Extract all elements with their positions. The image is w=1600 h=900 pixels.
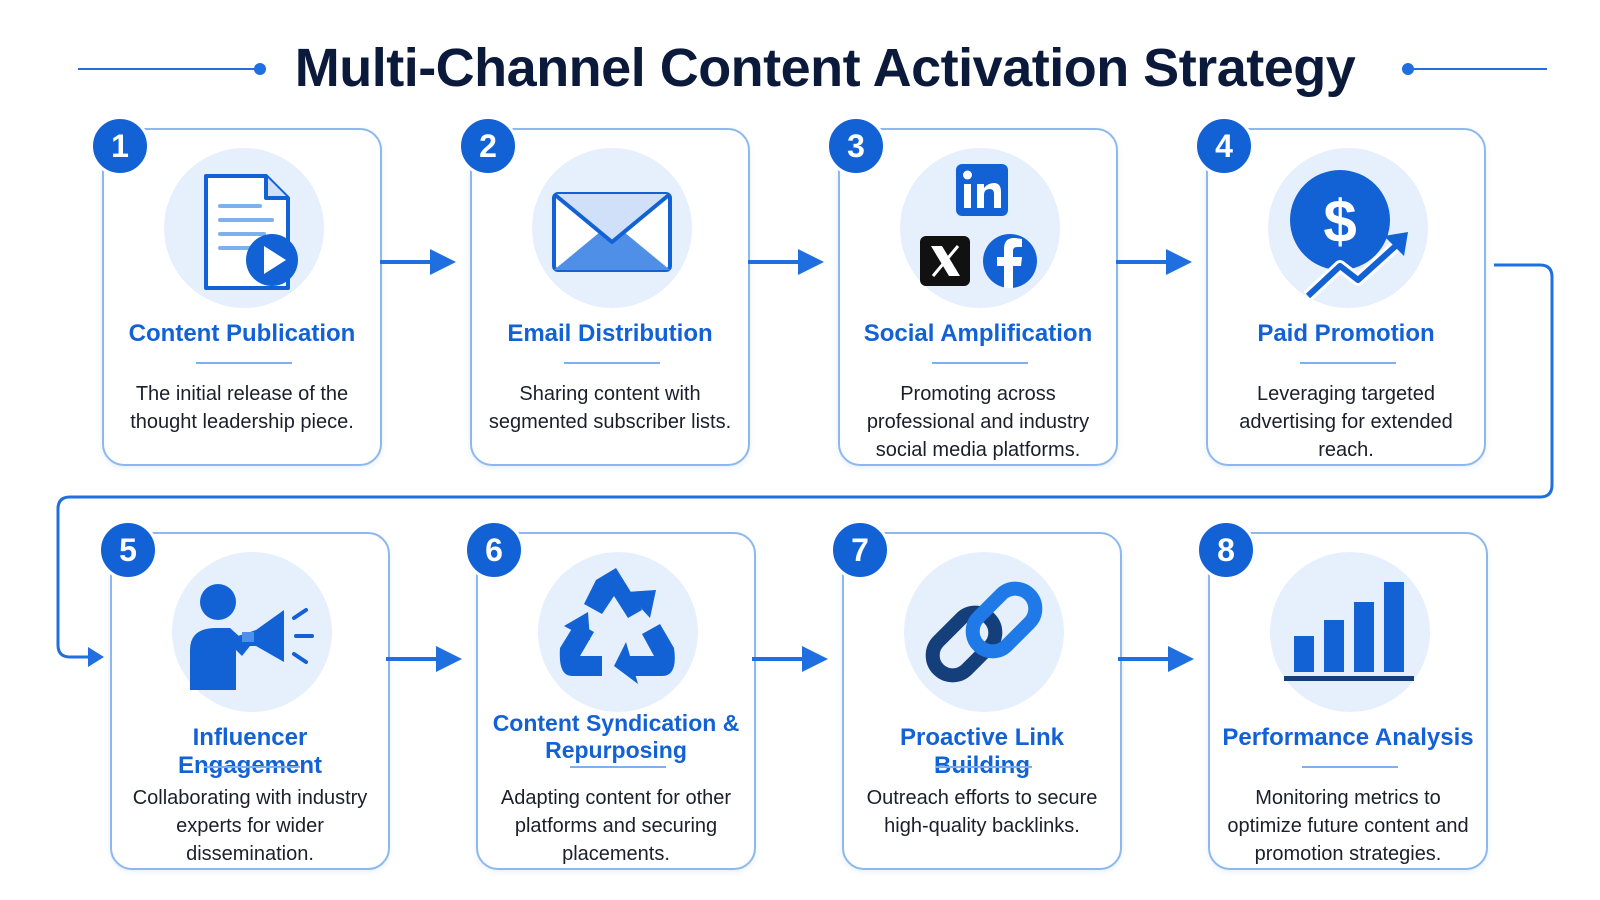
arrow-right-icon (1118, 646, 1194, 672)
title-dot-left (254, 63, 266, 75)
title-underline (570, 766, 666, 768)
arrow-right-icon (748, 249, 824, 275)
svg-text:$: $ (1323, 188, 1356, 255)
icon-backdrop (538, 552, 698, 712)
facebook-icon (983, 234, 1037, 288)
step-number-badge: 4 (1194, 116, 1254, 176)
title-underline (932, 362, 1028, 364)
step-description: Leveraging targeted advertising for exte… (1239, 383, 1453, 461)
step-card-5: 5 Influencer Engagement Collaborating wi… (98, 520, 390, 870)
page-title: Multi-Channel Content Activation Strateg… (294, 38, 1356, 98)
social-media-icons (920, 164, 1037, 288)
title-underline (196, 362, 292, 364)
dollar-growth-icon: $ (1290, 170, 1408, 301)
step-description: Outreach efforts to secure high-quality … (866, 787, 1098, 837)
step-card-2: 2 Email Distribution Sharing content wit… (458, 116, 750, 466)
title-dot-right (1402, 63, 1414, 75)
title-underline (564, 362, 660, 364)
step-number-badge: 1 (90, 116, 150, 176)
title-divider-right (1410, 68, 1547, 70)
arrow-right-icon (386, 646, 462, 672)
header: Multi-Channel Content Activation Strateg… (0, 28, 1600, 108)
icon-backdrop (164, 148, 324, 308)
step-title: Influencer Engagement (177, 724, 323, 779)
title-underline (204, 766, 300, 768)
envelope-icon (552, 192, 672, 272)
step-number-badge: 6 (464, 520, 524, 580)
arrow-right-icon (1116, 249, 1192, 275)
title-underline (936, 766, 1032, 768)
step-card-6: 6 Content Syndication & Repurposing Adap… (464, 520, 756, 870)
linkedin-icon (956, 164, 1008, 216)
document-play-icon (204, 174, 298, 290)
step-description: Sharing content with segmented subscribe… (488, 383, 732, 433)
title-divider-left (78, 68, 260, 70)
icon-backdrop (900, 148, 1060, 308)
x-logo-icon (920, 236, 970, 286)
step-title: Social Amplification (863, 320, 1093, 347)
step-description: Monitoring metrics to optimize future co… (1227, 787, 1469, 865)
step-card-1: 1 Content Publication The initial releas… (90, 116, 382, 466)
step-number-badge: 7 (830, 520, 890, 580)
step-description: The initial release of the thought leade… (130, 383, 354, 433)
icon-backdrop: $ (1268, 148, 1428, 308)
step-number-badge: 5 (98, 520, 158, 580)
step-card-7: 7 Proactive Link Building Outreach effor… (830, 520, 1122, 870)
step-number-badge: 3 (826, 116, 886, 176)
title-underline (1300, 362, 1396, 364)
step-title: Performance Analysis (1222, 724, 1474, 751)
step-title: Content Syndication & Repurposing (492, 710, 740, 763)
arrow-right-icon (752, 646, 828, 672)
step-number-badge: 2 (458, 116, 518, 176)
step-card-8: 8 Performance Analysis Monitoring metric… (1196, 520, 1488, 870)
arrow-right-icon (380, 249, 456, 275)
step-title: Paid Promotion (1257, 320, 1435, 347)
recycle-icon (559, 568, 675, 684)
step-description: Adapting content for other platforms and… (500, 787, 732, 865)
icon-backdrop (904, 552, 1064, 712)
chain-link-icon (925, 581, 1043, 683)
icon-backdrop (172, 552, 332, 712)
step-description: Promoting across professional and indust… (866, 383, 1090, 461)
title-underline (1302, 766, 1398, 768)
step-card-4: 4 $ Paid Promotion Leveraging targeted a… (1194, 116, 1486, 466)
icon-backdrop (1270, 552, 1430, 712)
icon-backdrop (532, 148, 692, 308)
step-title: Proactive Link Building (899, 724, 1065, 779)
step-number-badge: 8 (1196, 520, 1256, 580)
step-title: Email Distribution (507, 320, 713, 347)
bar-chart-icon (1284, 582, 1414, 681)
step-card-3: 3 Social Amplification Promoting across … (826, 116, 1118, 466)
step-title: Content Publication (128, 320, 356, 347)
step-description: Collaborating with industry experts for … (132, 787, 368, 865)
megaphone-person-icon (190, 584, 314, 690)
